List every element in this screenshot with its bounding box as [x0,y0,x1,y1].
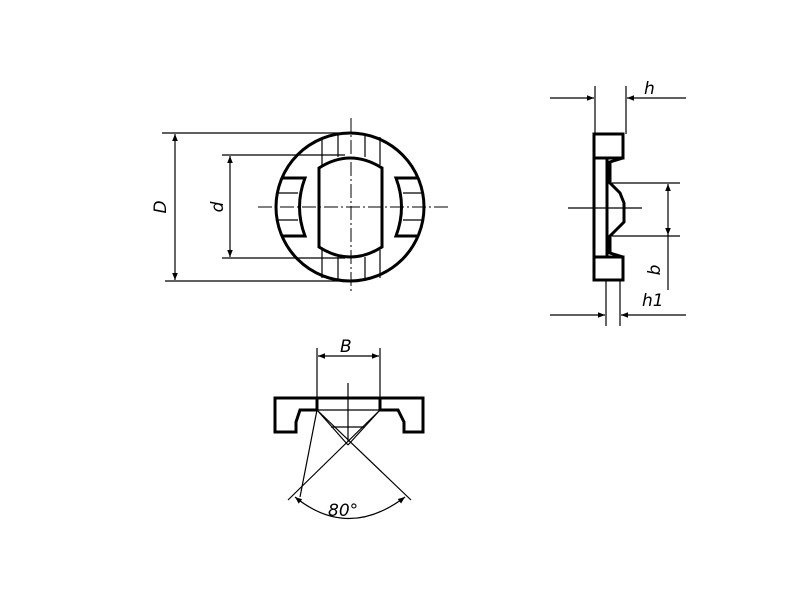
side-view: h b h1 [550,79,686,326]
label-d: d [208,201,228,212]
label-h1: h1 [642,291,664,311]
dimension-h1: h1 [550,280,686,326]
right-slot [393,176,423,238]
label-B: B [340,337,352,357]
angle-dimension: 80° [294,496,406,521]
dimension-B: B [316,337,381,398]
dimension-d: d [208,154,345,259]
left-slot [278,176,308,238]
section-view: B 80° [273,337,425,521]
label-h: h [644,79,655,99]
dimension-h: h [550,79,686,134]
dimension-D: D [151,132,340,282]
center-hole [317,156,384,259]
label-angle: 80° [328,501,358,521]
dimension-b: b [612,182,680,290]
label-D: D [151,200,171,213]
top-slot-lines [321,134,381,280]
label-b: b [645,265,665,276]
front-view: D d [151,118,450,292]
